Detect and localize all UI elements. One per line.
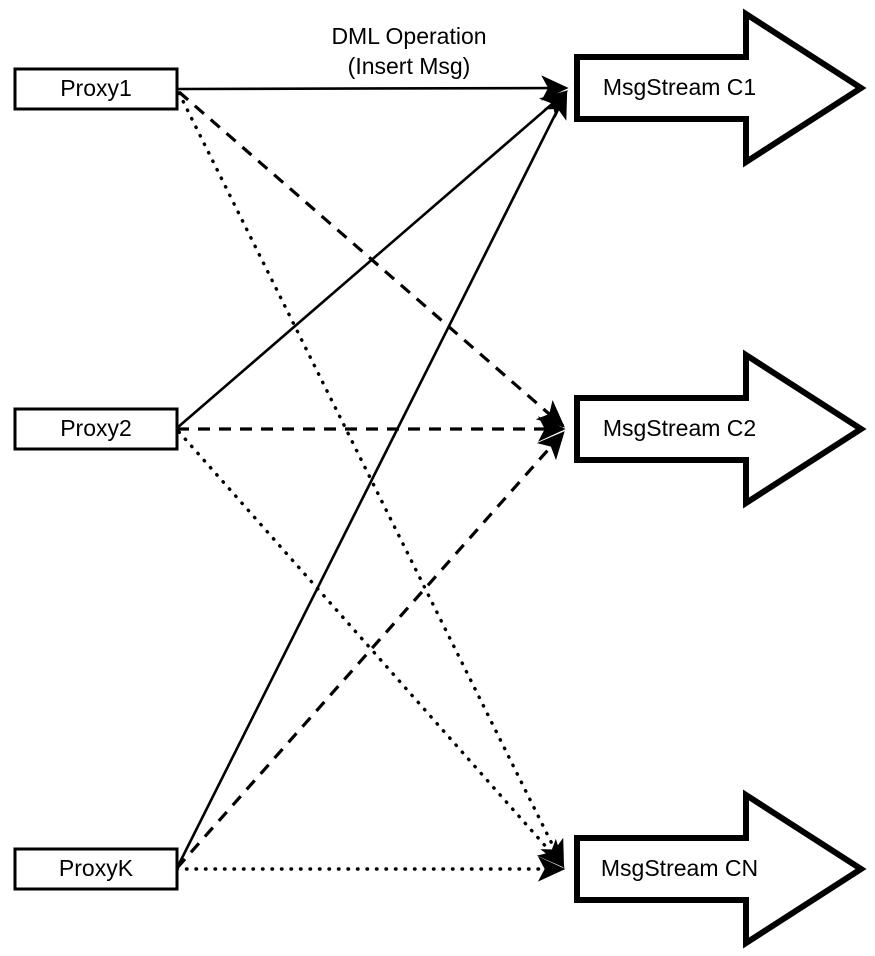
proxy1-label: Proxy1 (60, 75, 132, 101)
edge-label-insert-msg: (Insert Msg) (348, 53, 471, 79)
msgstream_c2-shape (574, 349, 867, 509)
proxyK-label: ProxyK (59, 855, 134, 881)
edge-proxy2-c1 (176, 90, 568, 429)
edge-label-dml-operation: DML Operation (331, 23, 486, 49)
streams-layer: MsgStream C1 MsgStream C2 MsgStream CN (574, 8, 867, 949)
edge-proxy1-c1 (176, 75, 569, 101)
edge-proxy2-cn (177, 430, 565, 868)
msgstream_cn-shape (574, 789, 867, 949)
edge-proxy1-cn (177, 91, 565, 869)
proxy-proxy1[interactable]: Proxy1 (13, 67, 179, 111)
stream-msgstream_c2[interactable]: MsgStream C2 (574, 349, 867, 509)
msgstream_c2-label: MsgStream C2 (603, 415, 756, 441)
msgstream_c1-shape (574, 8, 867, 168)
proxy-proxyK[interactable]: ProxyK (13, 847, 179, 891)
stream-msgstream_cn[interactable]: MsgStream CN (574, 789, 867, 949)
proxy2-label: Proxy2 (60, 415, 132, 441)
edge-label-group: DML Operation (Insert Msg) (331, 23, 486, 79)
proxy2-box (13, 407, 179, 451)
proxy1-box (13, 67, 179, 111)
stream-msgstream_c1[interactable]: MsgStream C1 (574, 8, 867, 168)
msgstream_c1-label: MsgStream C1 (603, 74, 756, 100)
edges-layer (175, 75, 569, 882)
msgstream_cn-label: MsgStream CN (601, 855, 758, 881)
edge-proxyK-c1 (175, 90, 568, 869)
proxyK-box (13, 847, 179, 891)
proxy-proxy2[interactable]: Proxy2 (13, 407, 179, 451)
edge-proxyK-c2 (175, 431, 565, 870)
